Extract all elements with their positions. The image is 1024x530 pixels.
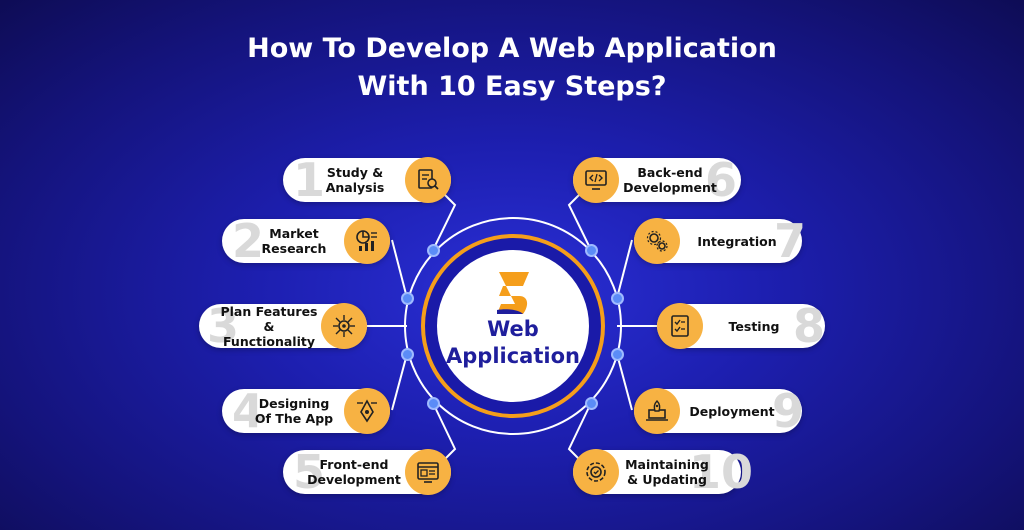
- title-line-2: With 10 Easy Steps?: [357, 71, 667, 102]
- rocket-laptop-icon: [634, 388, 680, 434]
- code-monitor-icon: [573, 157, 619, 203]
- ring-dot: [427, 397, 440, 410]
- ring-dot: [401, 292, 414, 305]
- step-card-6: 6 Back-end Development: [573, 153, 741, 207]
- step-card-2: 2 Market Research: [222, 214, 390, 268]
- step-label: Market Research: [261, 226, 327, 256]
- step-card-10: 10 Maintaining & Updating: [573, 448, 753, 496]
- ring-dot: [401, 348, 414, 361]
- step-label: Designing Of The App: [254, 396, 334, 426]
- step-card-4: 4 Designing Of The App: [222, 384, 390, 438]
- logo-icon: [497, 272, 529, 314]
- pen-tool-icon: [344, 388, 390, 434]
- step-number: 2: [232, 214, 265, 268]
- page-title: How To Develop A Web Application With 10…: [0, 30, 1024, 106]
- step-label: Back-end Development: [623, 165, 717, 195]
- step-number: 6: [704, 153, 737, 207]
- document-search-icon: [405, 157, 451, 203]
- ring-dot: [611, 348, 624, 361]
- step-label: Testing: [728, 318, 780, 334]
- checklist-icon: [657, 303, 703, 349]
- step-card-3: 3 Plan Features & Functionality: [199, 299, 367, 353]
- browser-window-icon: [405, 449, 451, 495]
- step-label: Maintaining & Updating: [625, 457, 709, 487]
- gears-icon: [634, 218, 680, 264]
- step-card-9: 9 Deployment: [634, 384, 804, 438]
- step-number: 10: [688, 445, 753, 499]
- step-number: 3: [207, 299, 240, 353]
- step-number: 4: [232, 384, 265, 438]
- gear-refresh-icon: [573, 449, 619, 495]
- step-number: 1: [293, 153, 326, 207]
- step-label: Integration: [697, 233, 777, 249]
- step-number: 7: [773, 214, 806, 268]
- hub-outer-ring: [404, 217, 622, 435]
- step-card-5: 5 Front-end Development: [283, 445, 451, 499]
- step-number: 8: [792, 299, 825, 353]
- hub-label: Web Application: [437, 316, 589, 370]
- step-number: 9: [771, 384, 804, 438]
- step-number: 5: [293, 445, 326, 499]
- ring-dot: [585, 244, 598, 257]
- step-label: Deployment: [689, 403, 775, 419]
- gear-network-icon: [321, 303, 367, 349]
- ring-dot: [611, 292, 624, 305]
- step-card-7: 7 Integration: [634, 217, 806, 265]
- hub-label-line-2: Application: [446, 344, 580, 368]
- title-line-1: How To Develop A Web Application: [247, 33, 777, 64]
- step-card-8: 8 Testing: [657, 299, 825, 353]
- step-card-1: 1 Study & Analysis: [283, 153, 451, 207]
- step-label: Plan Features & Functionality: [220, 303, 318, 349]
- step-label: Front-end Development: [307, 457, 401, 487]
- step-label: Study & Analysis: [325, 165, 385, 195]
- ring-dot: [585, 397, 598, 410]
- hub-label-line-1: Web: [487, 317, 539, 341]
- ring-dot: [427, 244, 440, 257]
- chart-report-icon: [344, 218, 390, 264]
- hub-circle: [437, 250, 589, 402]
